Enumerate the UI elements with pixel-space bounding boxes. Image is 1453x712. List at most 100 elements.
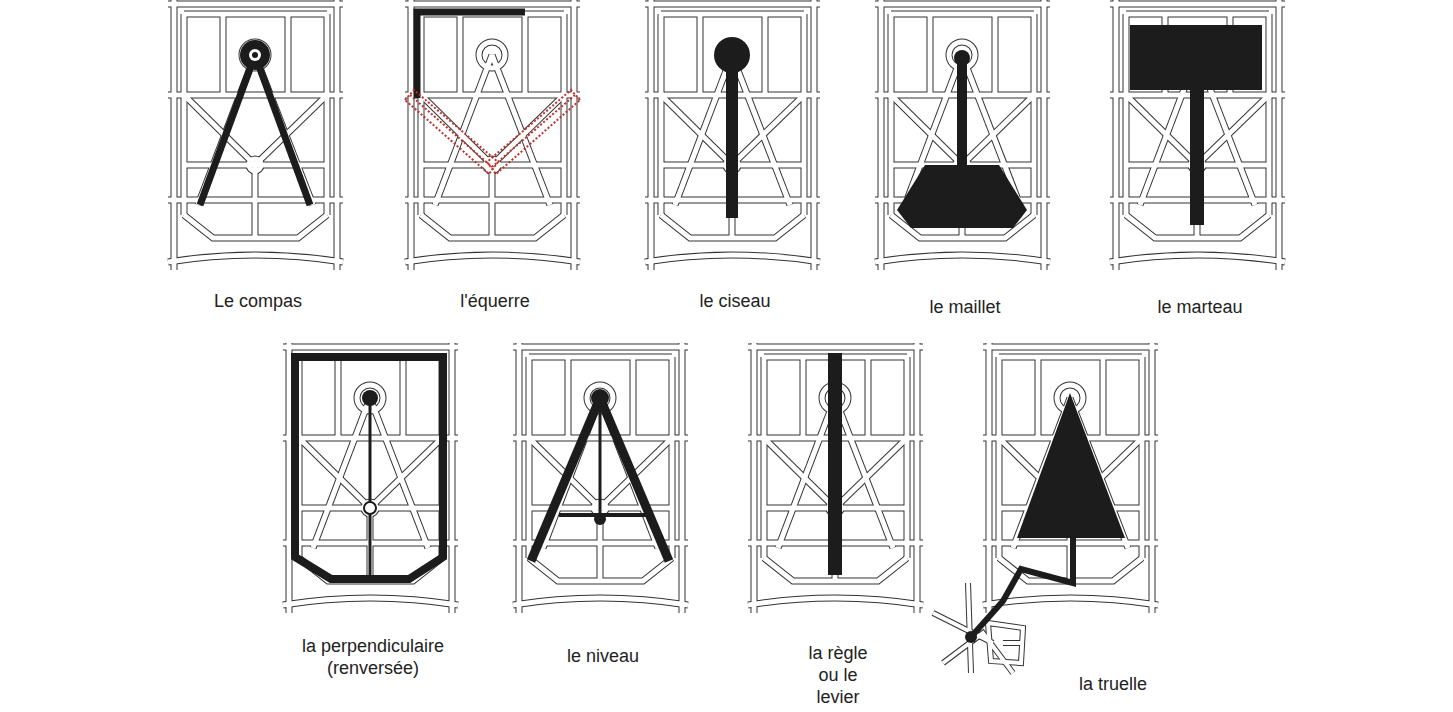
street	[907, 540, 923, 547]
street	[1269, 93, 1285, 98]
street	[762, 357, 767, 558]
street	[492, 55, 550, 205]
street	[286, 14, 291, 95]
street	[889, 14, 894, 215]
square-dotted	[487, 90, 580, 174]
street	[313, 398, 370, 548]
street	[370, 438, 442, 508]
street	[933, 613, 993, 643]
street	[983, 598, 1158, 605]
street	[649, 0, 654, 270]
tool-caption: le marteau	[1110, 296, 1290, 318]
street	[168, 1, 343, 8]
street	[1276, 0, 1283, 270]
street	[1003, 641, 1021, 645]
street	[370, 398, 428, 548]
street	[527, 357, 532, 558]
street	[992, 14, 999, 95]
street	[661, 12, 804, 17]
street	[283, 345, 458, 350]
street	[529, 355, 672, 360]
trowel-handle	[971, 538, 1073, 637]
street	[928, 14, 933, 95]
street	[993, 14, 998, 95]
street	[645, 2, 820, 7]
street	[517, 343, 522, 613]
street	[983, 345, 1158, 350]
street	[405, 197, 421, 204]
circus	[479, 42, 505, 68]
street	[804, 93, 820, 98]
street	[335, 0, 340, 270]
street	[513, 598, 688, 605]
square-arm	[417, 12, 525, 98]
street	[327, 92, 343, 99]
tool-panel: le niveau	[513, 343, 693, 613]
street	[875, 198, 891, 203]
street	[1034, 198, 1050, 203]
street	[253, 165, 258, 238]
street	[914, 343, 921, 613]
tool-figure	[714, 37, 750, 218]
street	[1114, 0, 1119, 270]
street	[168, 93, 184, 98]
street	[697, 14, 704, 95]
street	[1197, 95, 1269, 165]
street	[907, 435, 923, 442]
street	[184, 92, 327, 99]
street	[184, 11, 327, 18]
street-plan	[405, 0, 580, 270]
street	[171, 0, 178, 270]
street	[168, 198, 184, 203]
street	[1036, 357, 1041, 438]
street	[1123, 14, 1130, 215]
street-plan	[1110, 0, 1285, 270]
street	[669, 357, 676, 558]
plumb-bob	[362, 390, 378, 406]
street	[1126, 11, 1269, 18]
street	[325, 14, 330, 215]
street	[252, 165, 259, 238]
city-plan	[875, 0, 1050, 270]
street	[324, 14, 331, 215]
compass-ring	[249, 49, 261, 61]
tool-caption: Le compas	[168, 290, 348, 312]
street	[631, 357, 636, 438]
street	[748, 345, 923, 350]
street	[283, 344, 458, 351]
street	[875, 92, 891, 99]
street	[299, 438, 370, 508]
tool-panel: Le compas	[168, 0, 348, 270]
tool-figure	[200, 40, 310, 205]
street	[327, 197, 343, 204]
street	[1269, 197, 1285, 204]
tool-figure	[531, 389, 669, 561]
street	[943, 633, 1013, 673]
street	[983, 540, 999, 547]
street	[645, 255, 820, 262]
chisel-blade	[726, 55, 738, 218]
tool-caption: la perpendiculaire (renversée)	[283, 635, 463, 679]
street	[875, 2, 1050, 7]
street	[1110, 2, 1285, 7]
street	[891, 11, 1034, 18]
tool-figure	[405, 12, 580, 174]
street	[835, 398, 893, 548]
tool-caption: la règle ou le levier	[798, 642, 878, 708]
street	[875, 255, 1050, 262]
street	[1110, 93, 1126, 98]
street	[1110, 197, 1126, 204]
street	[866, 357, 871, 438]
tool-caption: le ciseau	[645, 290, 825, 312]
street	[526, 357, 533, 558]
street	[1150, 343, 1155, 613]
compass-leg	[200, 55, 255, 205]
tool-panel: le marteau	[1110, 0, 1290, 270]
street	[748, 435, 764, 442]
level-leg	[600, 398, 669, 561]
level-bob	[594, 513, 606, 525]
street	[1142, 436, 1158, 441]
street	[748, 598, 923, 605]
street	[405, 198, 421, 203]
street	[875, 255, 1050, 262]
